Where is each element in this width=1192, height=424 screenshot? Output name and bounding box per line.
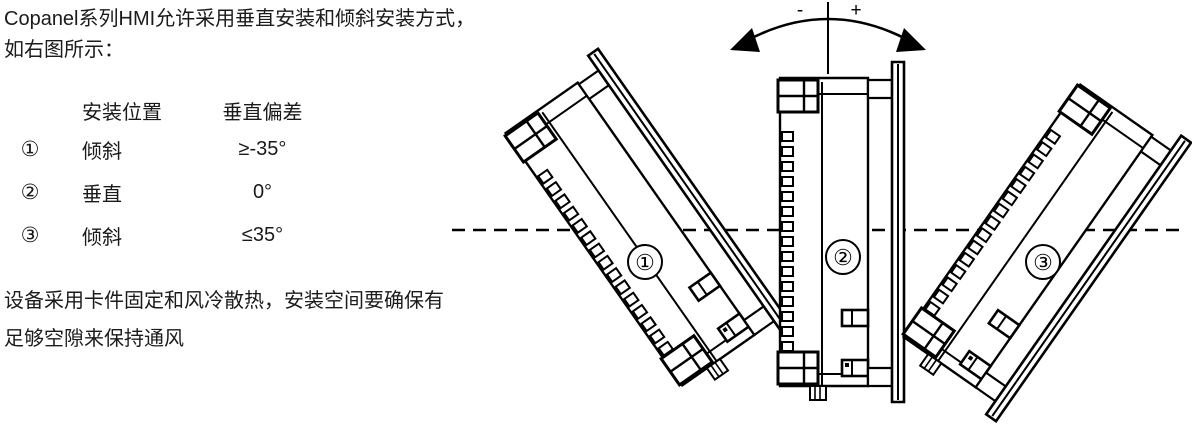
- hmi-callout-2: ②: [825, 239, 861, 275]
- table-row: ① 倾斜 ≥-35°: [0, 128, 330, 171]
- row-position: 倾斜: [82, 141, 122, 163]
- header-deviation: 垂直偏差: [222, 101, 303, 124]
- row-mark: ②: [20, 181, 40, 204]
- rotation-arrow-left-head: [730, 28, 760, 52]
- table-row: ③ 倾斜 ≤35°: [0, 214, 330, 257]
- minus-label: -: [797, 0, 803, 21]
- rotation-arrow-indicator: - +: [730, 0, 926, 74]
- cooling-note-paragraph: 设备采用卡件固定和风冷散热，安装空间要确保有 足够空隙来保持通风: [4, 290, 444, 350]
- row-position: 倾斜: [82, 227, 122, 249]
- mounting-spec-table: 安装位置 垂直偏差 ① 倾斜 ≥-35° ② 垂直 0° ③ 倾斜 ≤35°: [0, 92, 330, 257]
- hmi-callout-3: ③: [1025, 244, 1061, 280]
- row-position: 垂直: [82, 184, 122, 206]
- hmi-unit-graphic: [493, 47, 795, 402]
- row-deviation: ≤35°: [241, 224, 284, 246]
- hmi-callout-3-label: ③: [1033, 250, 1053, 275]
- rotation-arrow-right-head: [896, 28, 926, 52]
- row-mark: ①: [20, 138, 40, 161]
- hmi-device-1: [493, 47, 795, 402]
- hmi-callout-2-label: ②: [833, 245, 853, 270]
- row-deviation: 0°: [252, 181, 273, 203]
- table-header-row: 安装位置 垂直偏差: [0, 92, 330, 128]
- row-mark: ③: [20, 224, 40, 247]
- table-row: ② 垂直 0°: [0, 171, 330, 214]
- hmi-unit-graphic: [776, 60, 906, 404]
- hmi-callout-1: ①: [627, 244, 663, 280]
- row-deviation: ≥-35°: [238, 138, 287, 160]
- hmi-device-2: [776, 60, 906, 404]
- hmi-callout-1-label: ①: [635, 250, 655, 275]
- plus-label: +: [850, 0, 861, 21]
- intro-paragraph: Copanel系列HMI允许采用垂直安装和倾斜安装方式， 如右图所示：: [4, 8, 476, 61]
- header-position: 安装位置: [82, 101, 162, 124]
